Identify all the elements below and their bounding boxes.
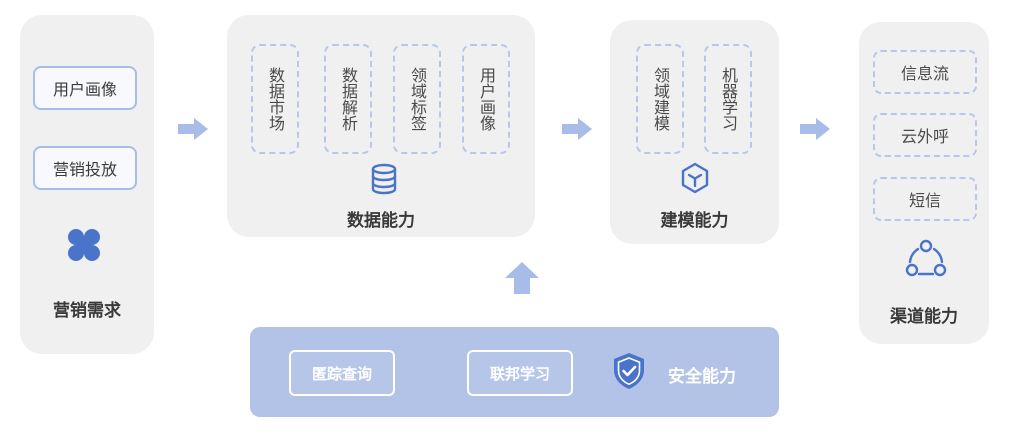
security-item-private-query: 匿踪查询 bbox=[289, 350, 395, 396]
security-capability-title: 安全能力 bbox=[668, 367, 736, 387]
channel-item-cloud-call: 云外呼 bbox=[873, 113, 977, 157]
shield-check-icon bbox=[614, 353, 644, 389]
security-capability-band bbox=[250, 327, 779, 417]
marketing-title: 营销需求 bbox=[53, 301, 121, 321]
modeling-item-machine-learning: 机器学习 bbox=[704, 44, 752, 154]
data-item-domain-tag: 领域标签 bbox=[393, 44, 441, 154]
modeling-capability-title: 建模能力 bbox=[660, 211, 729, 231]
database-icon bbox=[371, 163, 397, 195]
cube-icon bbox=[681, 162, 709, 194]
arrow-right-icon bbox=[178, 118, 208, 140]
arrow-right-icon bbox=[800, 118, 830, 140]
modeling-item-domain-model: 领域建模 bbox=[636, 44, 684, 154]
data-item-user-portrait: 用户画像 bbox=[462, 44, 510, 154]
data-item-market: 数据市场 bbox=[251, 44, 299, 154]
arrow-right-icon bbox=[562, 118, 592, 140]
data-capability-title: 数据能力 bbox=[347, 211, 415, 231]
network-nodes-icon bbox=[905, 239, 947, 277]
data-capability-panel bbox=[227, 15, 535, 237]
security-item-federated-learning: 联邦学习 bbox=[467, 350, 573, 396]
four-petal-clover-icon bbox=[68, 229, 100, 261]
marketing-item-ad-delivery: 营销投放 bbox=[33, 146, 137, 190]
channel-item-feed: 信息流 bbox=[873, 50, 977, 94]
channel-item-sms: 短信 bbox=[873, 177, 977, 221]
data-item-parse: 数据解析 bbox=[324, 44, 372, 154]
arrow-up-icon bbox=[505, 262, 539, 294]
channel-capability-title: 渠道能力 bbox=[890, 307, 958, 327]
marketing-item-user-portrait: 用户画像 bbox=[33, 66, 137, 110]
